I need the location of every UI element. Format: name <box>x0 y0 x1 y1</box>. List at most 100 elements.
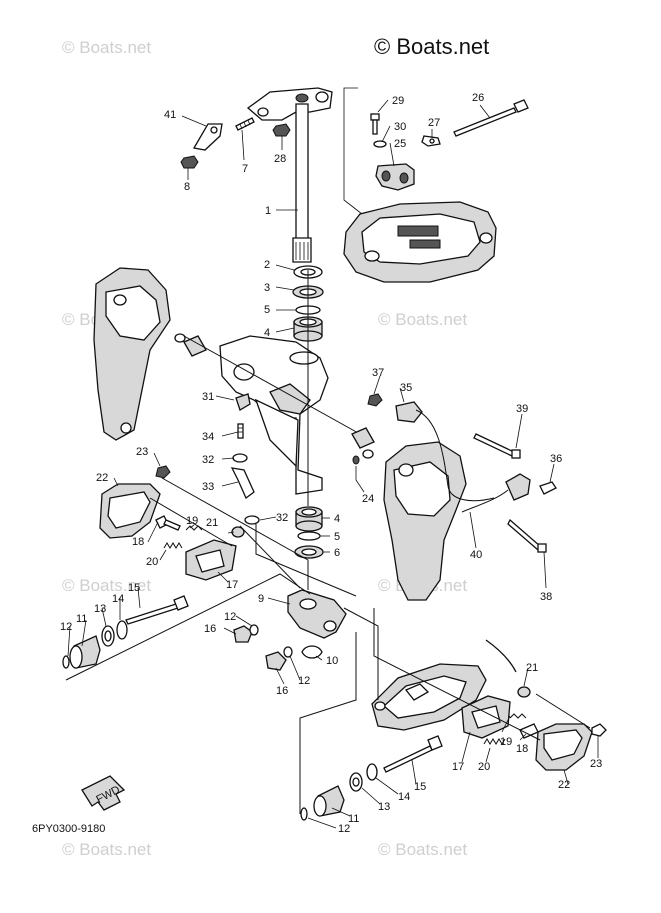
clip-27 <box>421 135 441 147</box>
watermark-top-left: © Boats.net <box>62 38 152 57</box>
watermark-brand: © Boats.net <box>374 34 490 59</box>
callouts: 1 2 3 5 4 41 8 7 28 29 30 25 27 26 31 34… <box>60 92 602 835</box>
pin-34 <box>237 423 244 439</box>
upper-mount-housing <box>343 201 497 283</box>
callout-12-center: 12 <box>224 611 236 623</box>
lower-mount-housing <box>371 639 517 731</box>
callout-20-right: 20 <box>478 761 490 773</box>
mount-11-left <box>69 635 101 669</box>
watermark-bottom-left: © Boats.net <box>62 840 152 859</box>
bracket-17-left <box>185 539 237 581</box>
callout-11-left: 11 <box>76 613 87 625</box>
fwd-arrow: FWD <box>81 775 126 811</box>
tilt-tube <box>183 335 375 459</box>
cover-22-left <box>99 483 161 539</box>
bolt-36 <box>539 481 557 495</box>
callout-12-lower: 12 <box>298 675 310 687</box>
callout-6: 6 <box>334 547 340 559</box>
bracket-41 <box>192 123 223 151</box>
bolt-37 <box>367 393 383 407</box>
callout-22-right: 22 <box>558 779 570 791</box>
callout-18-left: 18 <box>132 536 144 548</box>
callout-14-left: 14 <box>112 593 124 605</box>
callout-21-left: 21 <box>206 517 218 529</box>
spring-20-right <box>483 738 506 745</box>
nut-16-upper <box>233 625 253 643</box>
screw-23-right <box>591 723 607 737</box>
callout-32-lower: 32 <box>276 512 288 524</box>
washer-6 <box>294 545 324 559</box>
callout-12-left: 12 <box>60 621 72 633</box>
callout-13-right: 13 <box>378 801 390 813</box>
washer-13-right <box>349 772 363 792</box>
mount-11-right <box>313 785 345 817</box>
diagram-code: 6PY0300-9180 <box>32 823 106 835</box>
callout-3: 3 <box>264 282 270 294</box>
steering-shaft <box>292 103 312 263</box>
tie-38 <box>507 518 547 553</box>
bolt-29 <box>370 113 380 135</box>
hose-33 <box>230 467 255 500</box>
callout-17-right: 17 <box>452 761 464 773</box>
callout-27: 27 <box>428 117 440 129</box>
clamp-bracket-right <box>383 441 467 601</box>
clip-32-lower <box>244 515 260 525</box>
callout-37: 37 <box>372 367 384 379</box>
callout-29: 29 <box>392 95 404 107</box>
band-39 <box>473 433 521 459</box>
watermark-lower-left: © Boats.net <box>62 576 152 595</box>
screw-18-right <box>519 723 539 739</box>
callout-7: 7 <box>242 163 248 175</box>
clamp-bracket-left <box>93 267 171 441</box>
bushing-4-lower <box>295 506 323 532</box>
plate-10 <box>301 645 323 659</box>
callout-38: 38 <box>540 591 552 603</box>
callout-30: 30 <box>394 121 406 133</box>
callout-22-left: 22 <box>96 472 108 484</box>
callout-26: 26 <box>472 92 484 104</box>
callout-4-lower: 4 <box>334 513 340 525</box>
callout-4-upper: 4 <box>264 327 270 339</box>
callout-34: 34 <box>202 431 214 443</box>
clamp-35 <box>395 401 495 502</box>
bolt-26 <box>453 99 529 137</box>
callout-39: 39 <box>516 403 528 415</box>
mount-bracket-9 <box>287 589 347 639</box>
callout-31: 31 <box>202 391 214 403</box>
callout-16-upper: 16 <box>204 623 216 635</box>
tube-bushing-left <box>174 333 207 357</box>
callout-40: 40 <box>470 549 482 561</box>
steering-arm <box>246 87 333 121</box>
callout-9: 9 <box>258 593 264 605</box>
washer-14-left <box>116 620 128 640</box>
callout-13-left: 13 <box>94 603 106 615</box>
watermark-bottom-right: © Boats.net <box>378 840 468 859</box>
bolt-7 <box>235 117 255 131</box>
callout-11-right: 11 <box>348 813 359 825</box>
callout-2: 2 <box>264 259 270 271</box>
bolt-15-left <box>125 595 189 625</box>
bolt-15-right <box>383 735 443 773</box>
watermark-mid-right: © Boats.net <box>378 310 468 329</box>
callout-23-right: 23 <box>590 758 602 770</box>
callout-28: 28 <box>274 153 286 165</box>
callout-8: 8 <box>184 181 190 193</box>
callout-16-lower: 16 <box>276 685 288 697</box>
nut-28 <box>272 123 291 137</box>
callout-15-right: 15 <box>414 781 426 793</box>
spring-20-left <box>163 542 183 549</box>
callout-5-upper: 5 <box>264 304 270 316</box>
swivel-bracket <box>219 335 329 495</box>
callout-24: 24 <box>362 493 374 505</box>
lead-wire-40 <box>461 473 531 513</box>
callout-14-right: 14 <box>398 791 410 803</box>
spring-19-right <box>509 713 527 719</box>
screw-23-left <box>155 465 171 479</box>
washer-30 <box>373 140 387 148</box>
callout-36: 36 <box>550 453 562 465</box>
clip-32-upper <box>232 453 248 463</box>
cover-22-right <box>535 723 593 771</box>
o-ring-5-lower <box>297 531 321 541</box>
washer-13-left <box>101 625 115 647</box>
